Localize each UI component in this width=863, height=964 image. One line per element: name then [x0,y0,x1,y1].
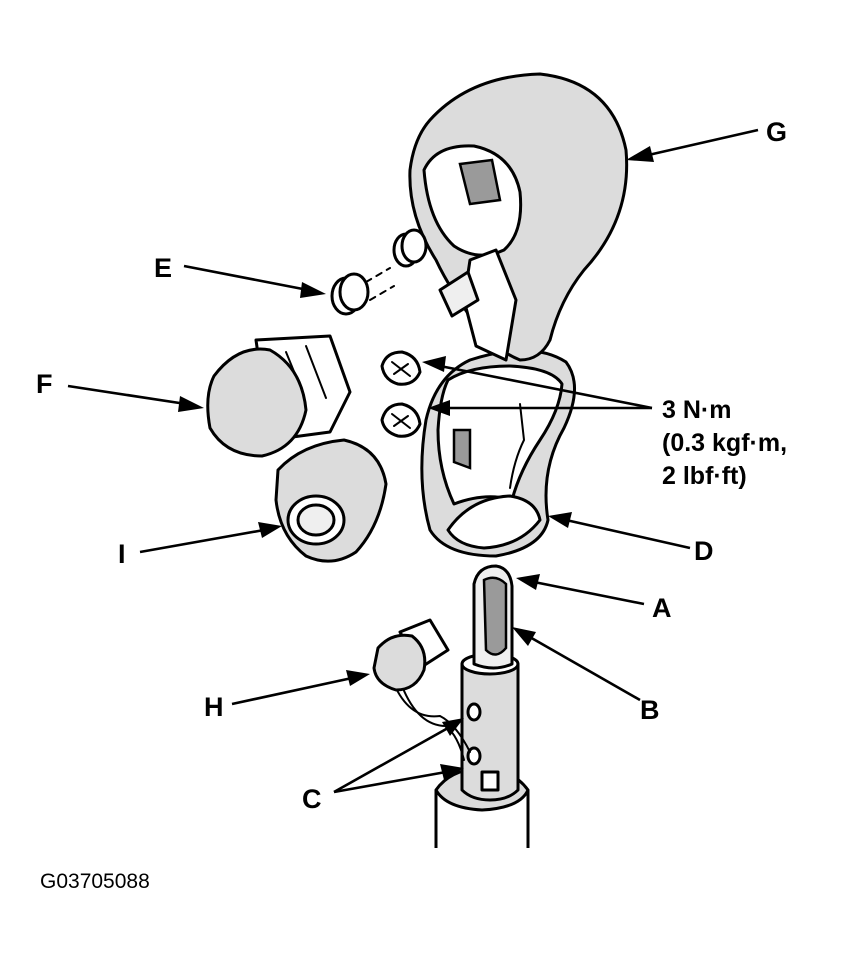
callout-b: B [640,695,660,725]
callout-c: C [302,784,322,814]
torque-spec: 3 N·m (0.3 kgf·m, 2 lbf·ft) [662,396,787,490]
leader-a [533,580,645,606]
base-tube [434,790,530,848]
arrowhead-g [626,146,654,162]
button-cover [274,438,388,563]
arrowhead-e [300,282,326,298]
leader-f [67,384,187,406]
callout-i: I [118,539,126,569]
torque-line-2: (0.3 kgf·m, [662,429,787,457]
callout-e: E [154,253,172,283]
spring-coil-4 [400,228,428,264]
torque-line-1: 3 N·m [662,396,731,424]
spring-coil-2 [338,272,370,312]
sleeve-slot [480,770,500,792]
arrowhead-c-upper [442,718,464,736]
lower-knob-cover [420,348,576,558]
knob-tab [438,270,480,318]
shift-lever-assembly [434,564,530,848]
leader-lines [67,128,759,794]
connector-body [372,633,427,692]
button-cap [206,347,308,458]
spring-dashes [365,267,395,301]
callout-a: A [652,593,672,623]
button [206,334,352,458]
callout-g: G [766,117,787,147]
cover-d-opening [446,494,542,550]
arrowhead-torque-lower [428,400,450,416]
screws [380,350,422,438]
cover-i-inner [296,503,336,537]
leader-g [643,128,759,158]
leader-h [231,676,353,706]
cover-d-clip [452,428,472,470]
arrowhead-d [548,512,572,528]
callout-f: F [36,369,53,399]
hole-upper [466,702,482,722]
arrowhead-c-lower [440,764,464,780]
wire-1 [393,683,471,753]
knob-socket [458,158,502,206]
leader-e [183,264,309,292]
arrowhead-h [346,670,370,686]
callout-d: D [694,536,714,566]
arrowhead-b [512,627,536,646]
leader-c-upper [333,726,449,794]
leader-d [565,518,691,550]
callout-h: H [204,692,224,722]
cover-d-wire [509,403,526,489]
arrowhead-torque-upper [422,356,446,372]
leader-torque-upper [439,364,653,410]
spring [330,228,428,316]
screw-lower-slot [391,413,411,429]
arrowhead-f [178,396,204,412]
torque-line-3: 2 lbf·ft) [662,462,747,490]
callout-labels: G E F I D A B H C [36,117,787,814]
connector-assembly [372,618,471,761]
arrowhead-i [258,522,282,538]
leader-c-lower [333,770,447,794]
screw-upper-slot [391,361,411,377]
arrowhead-a [516,574,540,590]
lever-rod-shade [482,576,508,656]
figure-code: G03705088 [40,870,150,893]
leader-i [139,528,265,554]
shift-knob [408,72,629,362]
leader-b [527,634,641,702]
cover-d-inner [436,364,564,506]
